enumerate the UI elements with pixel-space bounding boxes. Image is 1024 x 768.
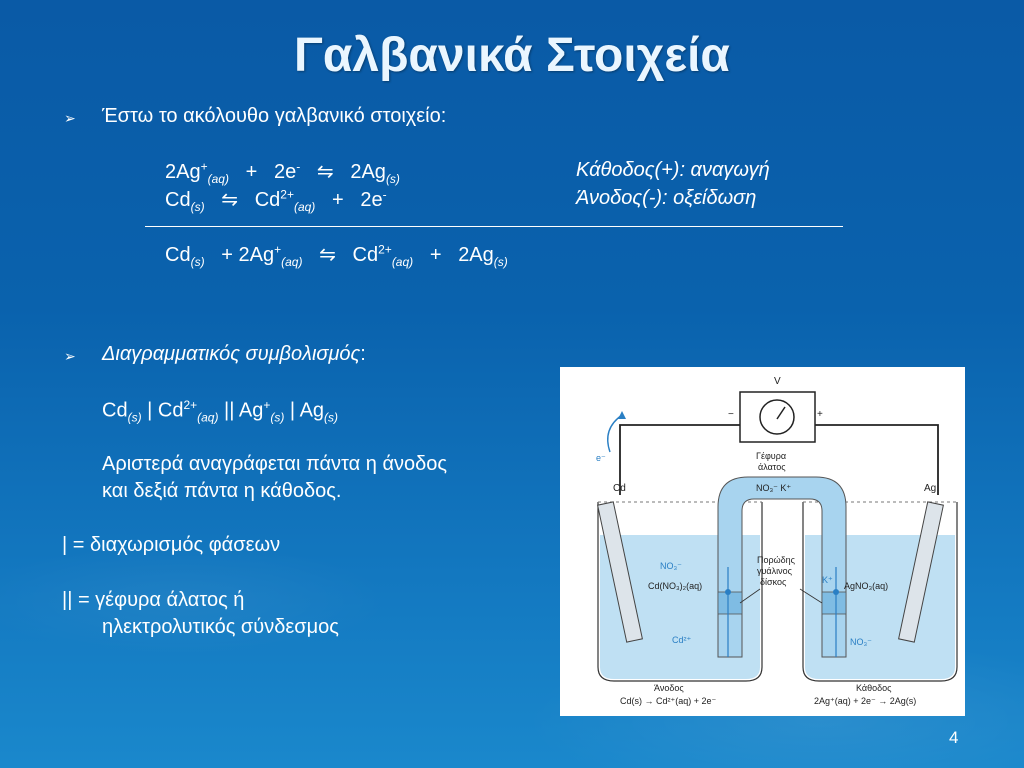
slide-title: Γαλβανικά Στοιχεία (294, 29, 730, 82)
galvanic-cell-svg: V − + e⁻ Γέφυρα άλατος NO₃⁻ K⁺ Cd Ag Πορ… (596, 376, 958, 706)
porous-disk-label-2: γυάλινος (757, 566, 793, 576)
salt-bridge-label-2: άλατος (758, 462, 786, 472)
cd-electrode (597, 501, 643, 643)
right-wire (810, 424, 939, 495)
bullet-arrow-icon: ➢ (64, 348, 76, 364)
salt-bridge (717, 476, 847, 658)
voltmeter-label: V (774, 376, 781, 387)
left-wire (619, 424, 745, 495)
voltmeter-minus: − (728, 409, 734, 420)
right-ion-potassium: K⁺ (822, 575, 833, 585)
legend-single-bar: | = διαχωρισμός φάσεων (62, 534, 281, 556)
left-ion-nitrate: NO₃⁻ (660, 561, 682, 571)
anode-reaction: Cd(s) → Cd²⁺(aq) + 2e⁻ (620, 696, 717, 706)
left-beaker (597, 502, 763, 682)
salt-bridge-label-1: Γέφυρα (756, 451, 786, 461)
ag-label: Ag (924, 483, 936, 494)
bullet2-heading: Διαγραμματικός συμβολισμός: (102, 343, 366, 365)
legend-double-bar-line2: ηλεκτρολυτικός σύνδεσμος (102, 616, 339, 638)
voltmeter-plus: + (817, 409, 823, 420)
porous-disk-label-3: δίσκος (760, 577, 787, 587)
legend-double-bar-line1: || = γέφυρα άλατος ή (62, 589, 245, 611)
ag-electrode (898, 501, 944, 643)
total-reaction: Cd(s) + 2Ag+(aq) ⇋ Cd2+(aq) + 2Ag(s) (165, 242, 508, 269)
page-number: 4 (949, 728, 959, 747)
sum-divider (145, 226, 843, 227)
electron-label: e⁻ (596, 453, 606, 463)
salt-bridge-ions: NO₃⁻ K⁺ (756, 483, 791, 493)
cell-notation: Cd(s) | Cd2+(aq) || Ag+(s) | Ag(s) (102, 398, 339, 425)
left-ion-cadmium: Cd²⁺ (672, 635, 692, 645)
anode-label: Άνοδος(-): οξείδωση (576, 187, 757, 209)
porous-disk-label-1: Πορώδης (757, 555, 796, 565)
right-solution-label: AgNO₃(aq) (844, 581, 888, 591)
notation-rule-line2: και δεξιά πάντα η κάθοδος. (102, 480, 342, 502)
notation-rule-line1: Αριστερά αναγράφεται πάντα η άνοδος (102, 453, 448, 475)
cathode-label: Κάθοδος(+): αναγωγή (576, 159, 770, 181)
anode-title: Άνοδος (654, 683, 684, 693)
reaction-2: Cd(s) ⇋ Cd2+(aq) + 2e- (165, 187, 387, 214)
galvanic-cell-diagram: V − + e⁻ Γέφυρα άλατος NO₃⁻ K⁺ Cd Ag Πορ… (560, 367, 965, 716)
bullet-arrow-icon: ➢ (64, 110, 76, 126)
cathode-title: Κάθοδος (856, 683, 892, 693)
right-beaker (802, 502, 958, 682)
right-ion-nitrate: NO₃⁻ (850, 637, 872, 647)
reaction-1: 2Ag+(aq) + 2e- ⇋ 2Ag(s) (165, 159, 400, 186)
cd-label: Cd (613, 483, 626, 494)
left-solution-label: Cd(NO₃)₂(aq) (648, 581, 702, 591)
cathode-reaction: 2Ag⁺(aq) + 2e⁻ → 2Ag(s) (814, 696, 916, 706)
bullet1-text: Έστω το ακόλουθο γαλβανικό στοιχείο: (102, 105, 447, 127)
